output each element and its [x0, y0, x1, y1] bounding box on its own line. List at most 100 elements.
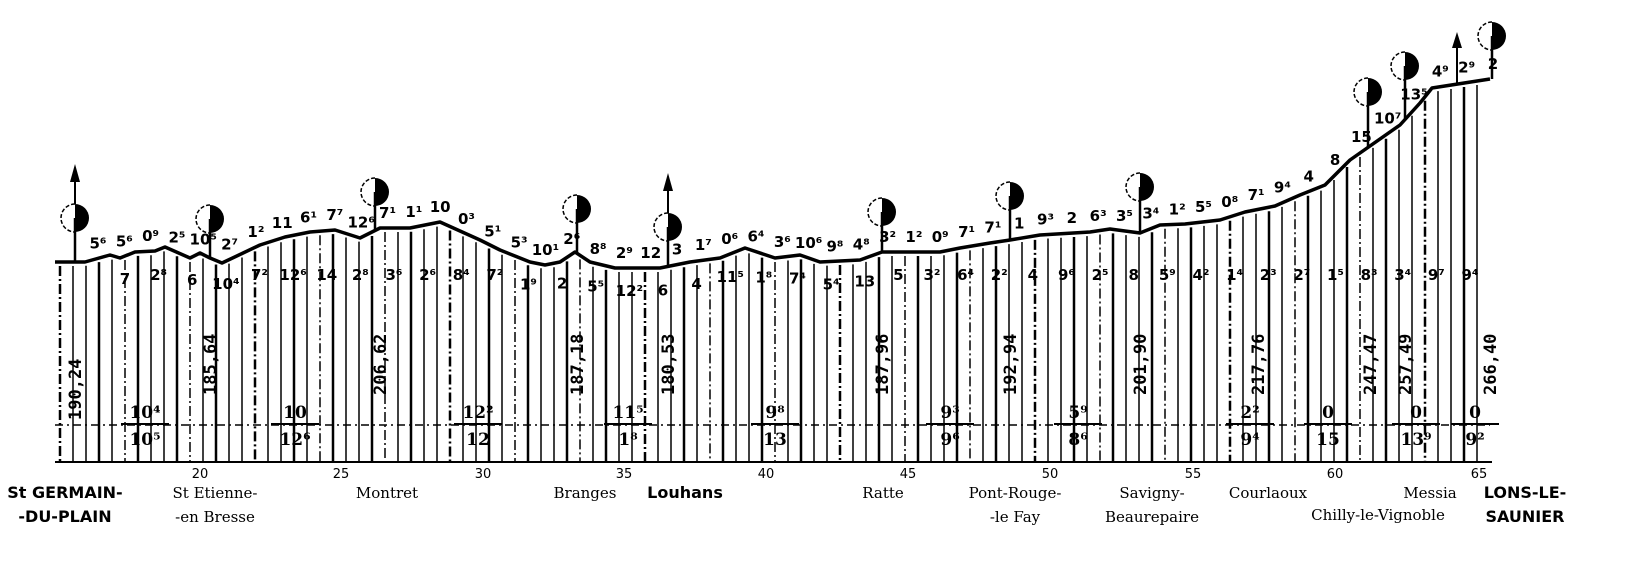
station-name-line2: -le Fay: [990, 508, 1041, 526]
section-fraction-bottom: 13⁹: [1400, 430, 1431, 450]
gradient-label: 3²: [879, 228, 896, 246]
gradient-label-below: 9⁴: [1461, 266, 1478, 284]
km-tick-label: 20: [192, 467, 209, 482]
gradient-label: 15: [1351, 128, 1372, 146]
arrow-up-icon: [663, 173, 673, 191]
gradient-label: 10¹: [532, 241, 559, 259]
gradient-label-below: 6: [658, 281, 668, 299]
station-name: Ratte: [862, 484, 904, 502]
section-fraction-top: 2²: [1240, 403, 1259, 423]
signal-half-open: [1390, 51, 1406, 81]
elevation-profile-line: [55, 77, 1491, 270]
gradient-label-below: 8: [1129, 266, 1139, 284]
gradient-label: 6³: [1090, 207, 1107, 225]
gradient-label-below: 10⁴: [212, 275, 239, 293]
station-elevation: 257,49: [1396, 334, 1416, 395]
section-fraction-bottom: 15: [1316, 430, 1340, 450]
gradient-label-below: 5⁴: [823, 275, 840, 293]
gradient-label: 1²: [905, 228, 922, 246]
station-name: Savigny-: [1119, 484, 1184, 502]
gradient-label: 8: [1330, 151, 1340, 169]
gradient-label: 4⁹: [1432, 63, 1449, 81]
km-tick-label: 35: [616, 467, 633, 482]
gradient-label: 4⁸: [853, 236, 870, 254]
gradient-label-below: 1⁴: [1226, 266, 1243, 284]
gradient-label-below: 12²: [616, 282, 643, 300]
gradient-label-below: 5⁵: [587, 277, 604, 295]
station-elevation: 185,64: [201, 334, 221, 395]
signal-half-open: [195, 204, 211, 234]
km-tick-label: 65: [1471, 467, 1488, 482]
gradient-label: 8⁸: [590, 240, 607, 258]
station-name: Branges: [554, 484, 617, 502]
gradient-label: 0⁹: [142, 227, 159, 245]
station-elevation: 206,62: [371, 334, 391, 395]
gradient-label-below: 2: [557, 275, 567, 293]
station-name: Montret: [356, 484, 418, 502]
gradient-label-below: 2²: [991, 266, 1008, 284]
gradient-label: 2⁷: [221, 235, 238, 253]
station-signal-icon: [1125, 172, 1154, 202]
section-fraction-top: 9⁸: [765, 403, 784, 423]
signal-half-open: [360, 177, 376, 207]
gradient-label-below: 4: [691, 275, 701, 293]
km-tick-label: 60: [1327, 467, 1344, 482]
gradient-label-below: 6: [187, 271, 197, 289]
gradient-label-below: 4: [1028, 266, 1038, 284]
gradient-label: 10: [430, 198, 451, 216]
gradient-label: 7¹: [958, 223, 975, 241]
gradient-label: 1⁷: [695, 236, 712, 254]
gradient-label: 6¹: [300, 208, 317, 226]
gradient-label: 5³: [511, 234, 528, 252]
gradient-label: 9⁴: [1274, 179, 1291, 197]
section-fraction-bottom: 1⁸: [618, 430, 637, 450]
station-elevation: 192,94: [1001, 334, 1021, 395]
gradient-label-below: 12⁶: [279, 266, 306, 284]
km-tick-label: 55: [1185, 467, 1202, 482]
gradient-label-below: 14: [316, 266, 337, 284]
gradient-label-below: 5⁹: [1159, 266, 1176, 284]
km-tick-label: 50: [1042, 467, 1059, 482]
section-fraction-top: 0: [1322, 403, 1334, 423]
station-name: St GERMAIN-: [7, 483, 122, 502]
gradient-label-below: 4²: [1192, 266, 1209, 284]
gradient-label: 9⁸: [826, 237, 843, 255]
station-signal-icon: [995, 181, 1024, 211]
gradient-label: 1²: [1169, 200, 1186, 218]
gradient-label: 7¹: [984, 219, 1001, 237]
gradient-label: 5⁶: [89, 234, 106, 252]
gradient-label: 6⁴: [748, 228, 765, 246]
section-fraction-bottom: 12⁶: [279, 430, 310, 450]
station-signal-icon: [562, 194, 591, 224]
gradient-label-below: 2⁵: [1092, 266, 1109, 284]
gradient-label: 2⁹: [616, 244, 633, 262]
station-name: Chilly-le-Vignoble: [1311, 506, 1445, 524]
station-elevation: 187,18: [568, 334, 588, 395]
station-name-line2: -en Bresse: [175, 508, 255, 526]
gradient-label-below: 7: [120, 270, 130, 288]
section-fraction-top: 0: [1469, 403, 1481, 423]
station-name: Louhans: [647, 483, 723, 502]
signal-half-filled: [210, 205, 224, 233]
gradient-label: 7¹: [1248, 186, 1265, 204]
signal-half-filled: [1010, 182, 1024, 210]
gradient-label: 0³: [458, 210, 475, 228]
signal-half-open: [653, 212, 669, 242]
gradient-label-below: 13: [854, 272, 875, 290]
gradient-label: 10⁶: [795, 234, 822, 252]
station-signal-icon: [195, 204, 224, 234]
signal-half-filled: [375, 178, 389, 206]
signal-half-open: [995, 181, 1011, 211]
arrow-up-icon: [70, 164, 80, 182]
gradient-label: 13⁵: [1400, 86, 1427, 104]
gradient-label: 1²: [247, 223, 264, 241]
station-name-line2: -DU-PLAIN: [18, 507, 111, 526]
gradient-label-below: 2⁸: [150, 266, 167, 284]
station-name: LONS-LE-: [1484, 483, 1567, 502]
gradient-label: 2⁹: [1458, 59, 1475, 77]
gradient-label: 0⁸: [1221, 193, 1238, 211]
section-fraction-top: 9³: [940, 403, 959, 423]
station-signal-icon: [653, 212, 682, 242]
gradient-label: 3⁴: [1142, 205, 1159, 223]
